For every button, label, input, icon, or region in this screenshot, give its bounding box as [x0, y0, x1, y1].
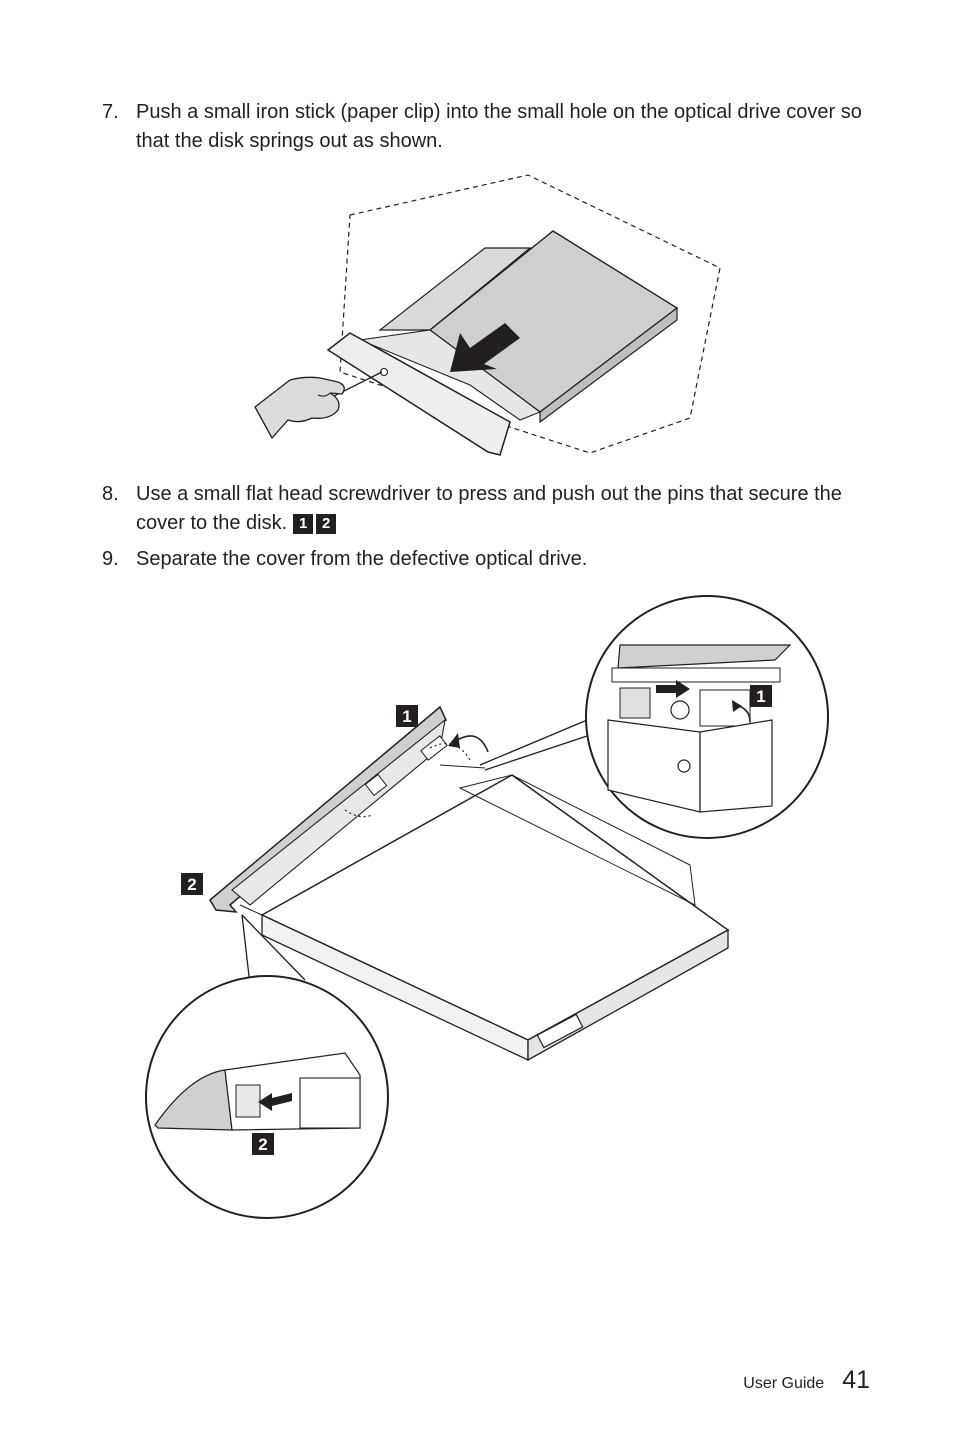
front-bezel [326, 332, 511, 456]
callout-badge-1: 1 [396, 705, 418, 727]
svg-text:2: 2 [187, 875, 196, 894]
rotate-arrow-icon [453, 735, 489, 753]
detail-badge-2: 2 [252, 1133, 274, 1155]
svg-text:2: 2 [258, 1135, 267, 1154]
step-8-body: Use a small flat head screwdriver to pre… [136, 483, 842, 534]
step-7: 7. Push a small iron stick (paper clip) … [102, 98, 882, 156]
drive-body-top [260, 774, 730, 1041]
drive-rear-panel [458, 774, 696, 906]
step-9: 9. Separate the cover from the defective… [102, 545, 882, 574]
step-text: Separate the cover from the defective op… [136, 548, 588, 570]
disk-tray [357, 329, 542, 421]
callout-badge-2: 2 [181, 873, 203, 895]
direction-arrow-icon [450, 323, 520, 372]
svg-text:1: 1 [756, 687, 765, 706]
step-number: 8. [102, 483, 119, 505]
figure-eject-disk [254, 174, 721, 456]
bezel-inner [231, 718, 446, 906]
dashed-outline [339, 174, 721, 454]
eject-hole [379, 367, 389, 377]
detail-view-2 [145, 975, 389, 1219]
drive-body-front [261, 913, 529, 1062]
drive-connector [536, 1013, 584, 1049]
detail-badge-1: 1 [750, 685, 772, 707]
push-arrow-icon [656, 680, 690, 698]
step-text: Use a small flat head screwdriver to pre… [136, 480, 882, 538]
step-badge-2: 2 [316, 514, 337, 534]
step-badge-1: 1 [293, 514, 314, 534]
pull-arrow-icon [258, 1093, 292, 1111]
drive-side [539, 306, 678, 424]
footer-label: User Guide [743, 1375, 825, 1392]
hand-icon [254, 376, 345, 440]
step-text: Push a small iron stick (paper clip) int… [136, 101, 862, 152]
step-number: 7. [102, 101, 119, 123]
step-8: 8. Use a small flat head screwdriver to … [102, 480, 882, 538]
drive-top-back [378, 247, 532, 331]
svg-text:1: 1 [402, 707, 411, 726]
page-number: 41 [842, 1366, 870, 1394]
detail-view-1 [585, 595, 829, 839]
step-number: 9. [102, 548, 119, 570]
removed-bezel [209, 705, 447, 913]
page-footer: User Guide 41 [743, 1366, 870, 1395]
drive-top [428, 230, 679, 413]
drive-body-side [527, 928, 729, 1062]
